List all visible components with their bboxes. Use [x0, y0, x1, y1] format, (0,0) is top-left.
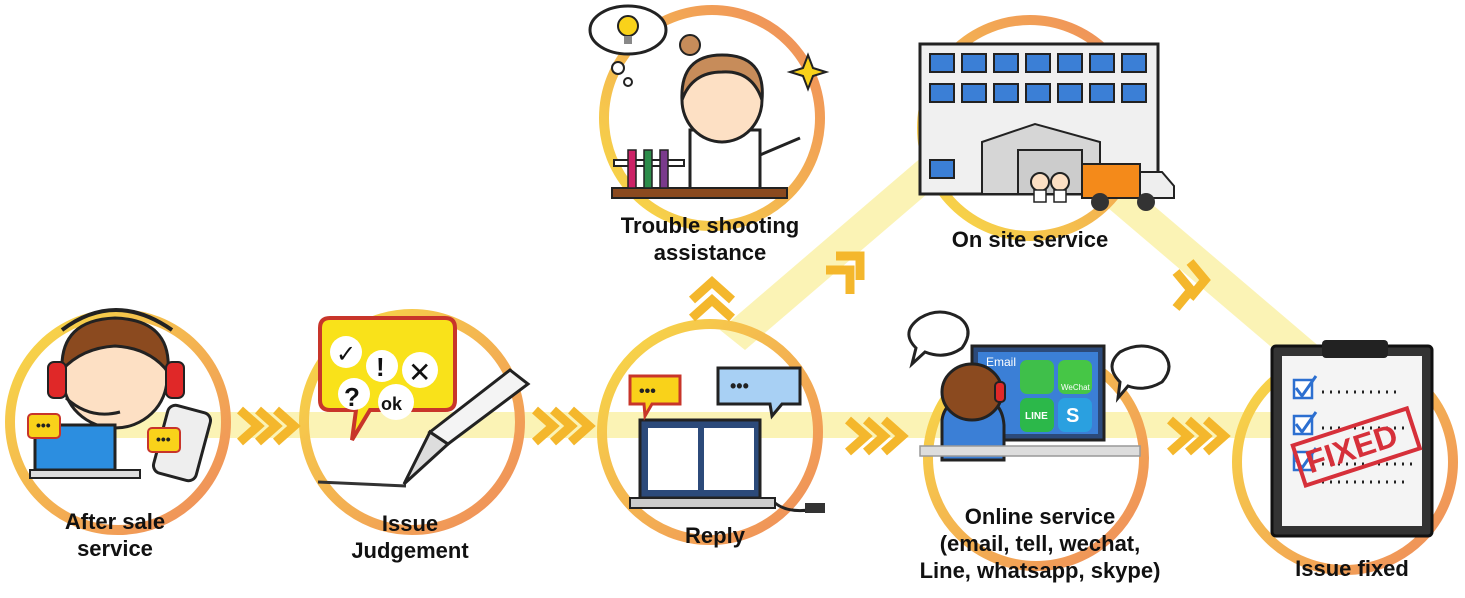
exclaim-symbol: ! — [376, 352, 385, 382]
chat-bubble-icon — [907, 310, 1171, 403]
label-issue-judgement: Issue Judgement — [330, 510, 490, 564]
label-issue-judgement-line2: Judgement — [351, 538, 469, 563]
label-issue-fixed-line1: Issue fixed — [1295, 556, 1409, 581]
label-on-site: On site service — [930, 226, 1130, 253]
label-trouble-shooting-line1: Trouble shooting — [620, 213, 800, 238]
label-online-line3: Line, whatsapp, skype) — [919, 558, 1161, 583]
step-circle-issue-judgement — [299, 309, 525, 535]
label-issue-fixed: Issue fixed — [1282, 555, 1422, 582]
scientist-icon — [611, 34, 830, 199]
svg-text:S: S — [1066, 405, 1079, 427]
label-issue-judgement-line1: Issue — [381, 511, 439, 536]
ok-symbol: ok — [381, 394, 403, 414]
line-app-label: LINE — [1025, 411, 1048, 422]
truck-icon — [1081, 163, 1175, 211]
lightbulb-icon — [617, 15, 639, 44]
label-online: Online service (email, tell, wechat, Lin… — [900, 503, 1180, 584]
label-after-sale: After sale service — [40, 508, 190, 562]
checkbox-icon — [1292, 378, 1314, 472]
label-on-site-line1: On site service — [951, 227, 1109, 252]
chevron-arrows-icon — [237, 251, 1231, 456]
svg-text:•••: ••• — [156, 431, 171, 447]
laptop-icon — [29, 403, 213, 483]
worker-icon — [1030, 172, 1070, 203]
label-after-sale-line1: After sale — [64, 509, 166, 534]
svg-text:•••: ••• — [639, 383, 656, 400]
step-circle-reply — [597, 319, 823, 545]
thought-bubble-icon: ✓ ! ✕ ? ok — [318, 316, 457, 442]
check-symbol: ✓ — [336, 340, 356, 368]
pen-icon — [317, 368, 531, 488]
label-online-line2: (email, tell, wechat, — [939, 531, 1141, 556]
step-circle-trouble-shooting — [599, 5, 825, 231]
chat-bubble-icon: ••• ••• — [628, 366, 802, 421]
label-reply: Reply — [660, 522, 770, 549]
wechat-label: WeChat — [1061, 383, 1091, 392]
building-icon — [918, 42, 1160, 196]
clipboard-icon — [1270, 340, 1434, 538]
headset-icon — [47, 308, 185, 430]
label-trouble-shooting: Trouble shooting assistance — [600, 212, 820, 266]
chat-bubble-icon: ••• ••• — [27, 413, 181, 453]
cross-symbol: ✕ — [408, 356, 431, 389]
label-after-sale-line2: service — [77, 536, 153, 561]
label-reply-line1: Reply — [685, 523, 745, 548]
step-circle-after-sale — [5, 309, 231, 535]
label-online-line1: Online service — [964, 504, 1116, 529]
question-symbol: ? — [344, 382, 360, 412]
email-label: Email — [986, 355, 1016, 369]
svg-text:•••: ••• — [730, 376, 749, 396]
svg-text:•••: ••• — [36, 417, 51, 433]
headset-icon — [919, 362, 1141, 462]
laptop-icon — [629, 418, 825, 513]
label-trouble-shooting-line2: assistance — [653, 240, 767, 265]
